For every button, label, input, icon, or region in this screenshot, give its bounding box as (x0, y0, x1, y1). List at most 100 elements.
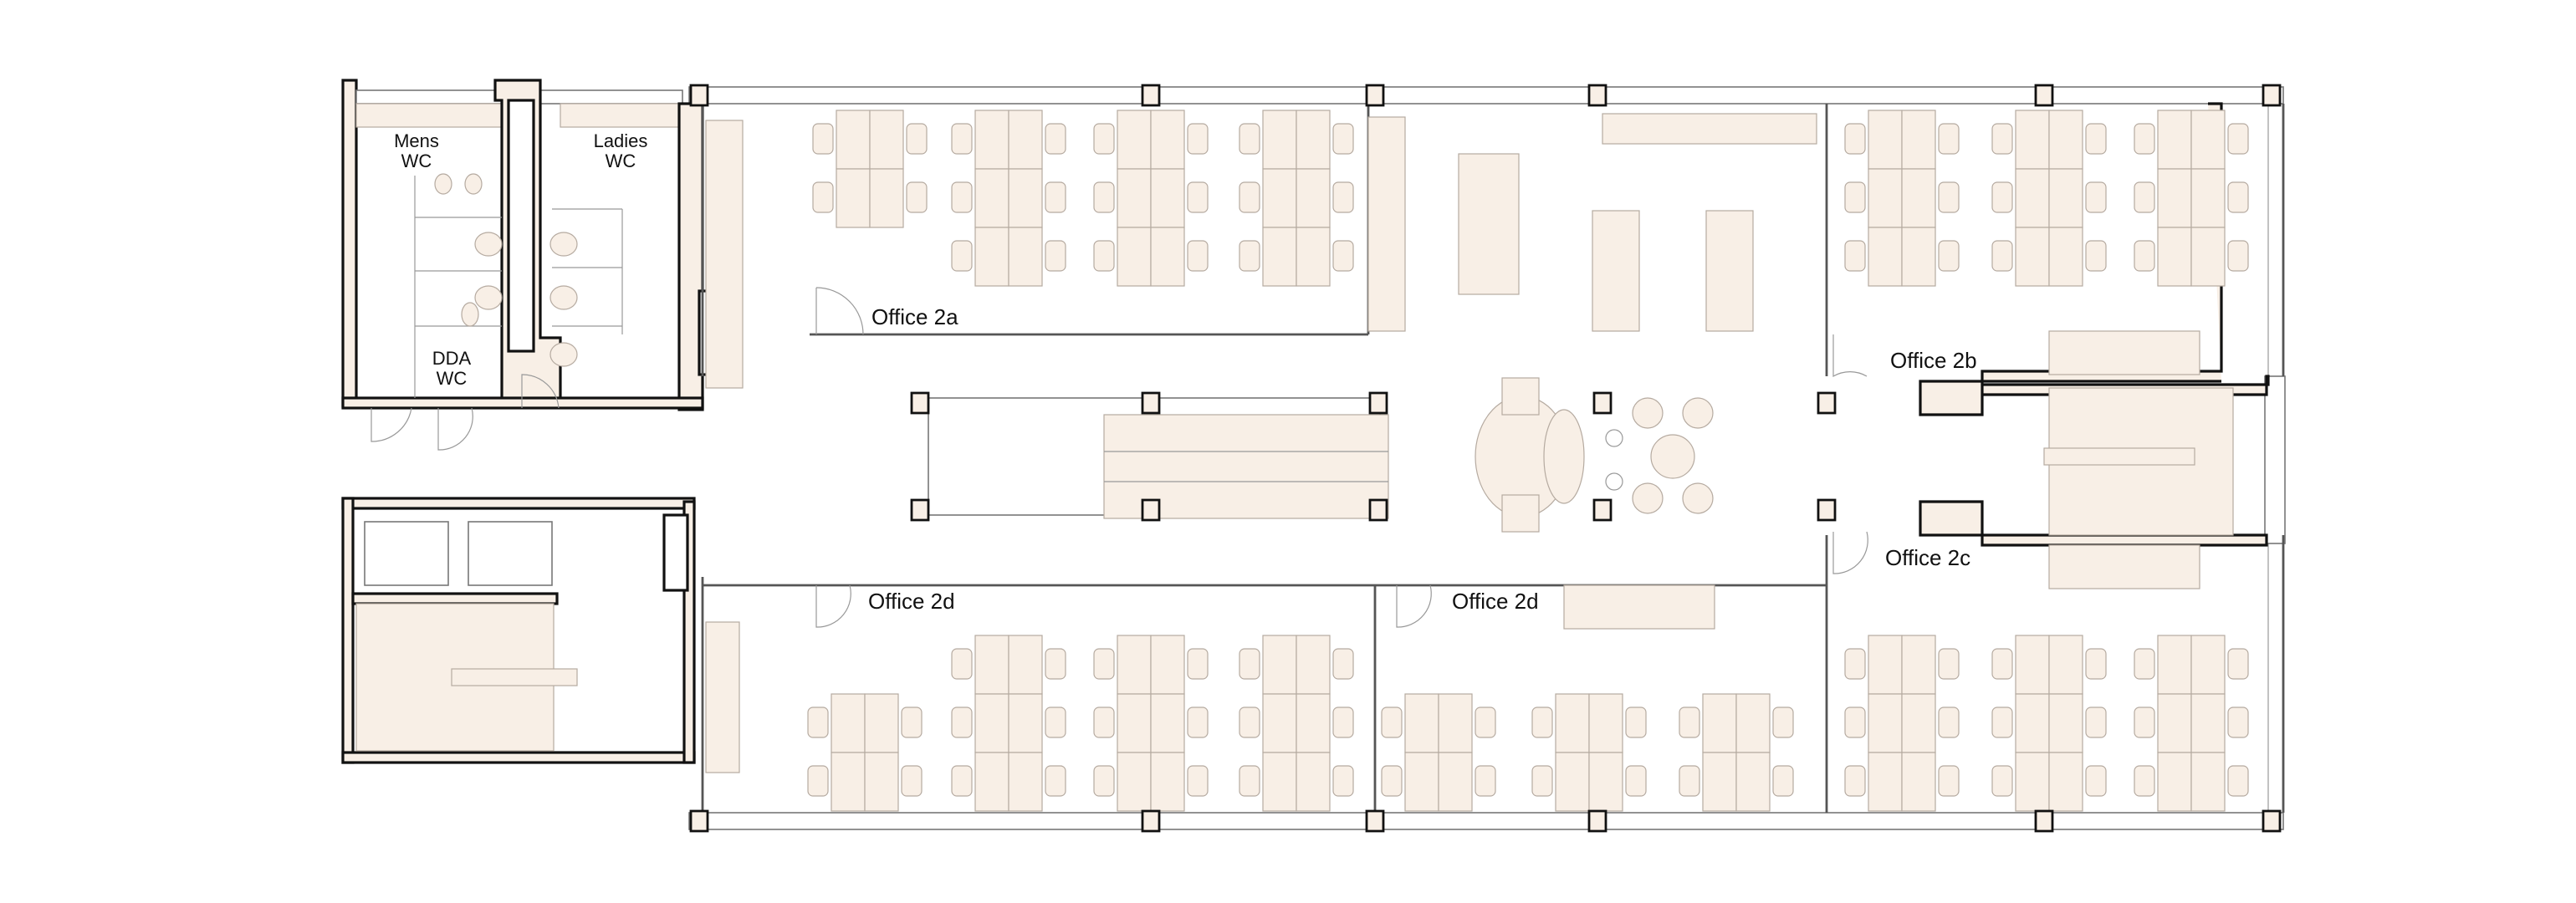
desk-cluster (1844, 635, 1960, 812)
desk (1555, 752, 1590, 812)
desk (831, 693, 866, 753)
desk (1262, 110, 1297, 170)
desk (1901, 635, 1936, 695)
desk-cluster (1239, 110, 1354, 287)
chair (1332, 648, 1354, 680)
desk (2157, 752, 2192, 812)
chair (1332, 123, 1354, 155)
column (1365, 84, 1385, 107)
chair (951, 765, 973, 797)
desk (1150, 227, 1185, 287)
desk (2015, 168, 2050, 228)
chair (1625, 707, 1647, 738)
chair (1239, 707, 1260, 738)
column (2034, 84, 2054, 107)
desk (864, 693, 899, 753)
desk (2157, 110, 2192, 170)
chair (1991, 707, 2013, 738)
desk (836, 168, 871, 228)
chair (1093, 765, 1115, 797)
desk (1296, 752, 1331, 812)
desk (1150, 752, 1185, 812)
desk (1868, 227, 1903, 287)
chair (1938, 123, 1960, 155)
desk (1262, 752, 1297, 812)
chair (1239, 648, 1260, 680)
chair (1187, 181, 1209, 213)
chair (1531, 707, 1553, 738)
desk (974, 635, 1009, 695)
chair (1045, 240, 1066, 272)
chair (1991, 240, 2013, 272)
chair (2134, 240, 2155, 272)
chair (2085, 707, 2107, 738)
desk (1868, 110, 1903, 170)
desk (1008, 110, 1043, 170)
chair (1045, 765, 1066, 797)
desk-cluster (1991, 635, 2107, 812)
desk-cluster (951, 110, 1066, 287)
column (1817, 498, 1837, 522)
desk (974, 227, 1009, 287)
chair (2085, 765, 2107, 797)
desk (2190, 227, 2226, 287)
office-2a-label: Office 2a (871, 304, 958, 329)
chair (951, 181, 973, 213)
chair (2227, 240, 2249, 272)
desk (1868, 168, 1903, 228)
desk-cluster (1844, 110, 1960, 287)
desk (1901, 693, 1936, 753)
mens-wc-label-2: WC (401, 150, 432, 171)
desk (2157, 635, 2192, 695)
desk (1117, 635, 1152, 695)
dda-wc-label-1: DDA (432, 348, 472, 369)
desk-cluster (2134, 635, 2249, 812)
desk (974, 110, 1009, 170)
ladies-wc-label-1: Ladies (594, 130, 648, 151)
column (910, 391, 930, 415)
desk (1150, 110, 1185, 170)
desk (2048, 110, 2083, 170)
desk (869, 110, 904, 170)
chair (1844, 765, 1866, 797)
chair (1332, 707, 1354, 738)
desk (1262, 693, 1297, 753)
ladies-wc-label-2: WC (606, 150, 636, 171)
desk (1150, 693, 1185, 753)
mens-wc-label-1: Mens (394, 130, 439, 151)
chair (1844, 181, 1866, 213)
chair (2227, 707, 2249, 738)
desk (869, 168, 904, 228)
chair (1093, 707, 1115, 738)
desk (2157, 168, 2192, 228)
column (689, 809, 709, 833)
desk (1296, 635, 1331, 695)
chair (1332, 181, 1354, 213)
column (1141, 391, 1161, 415)
chair (1187, 123, 1209, 155)
desk (2015, 752, 2050, 812)
column (1141, 498, 1161, 522)
chair (1239, 765, 1260, 797)
chair (1239, 123, 1260, 155)
desk (2048, 635, 2083, 695)
desk (2015, 110, 2050, 170)
chair (1991, 123, 2013, 155)
desk-cluster (1679, 693, 1794, 812)
chair (1045, 123, 1066, 155)
chair (1045, 707, 1066, 738)
column (1587, 84, 1607, 107)
chair (1772, 765, 1794, 797)
desk (2048, 693, 2083, 753)
desk (831, 752, 866, 812)
desk-cluster (2134, 110, 2249, 287)
chair (1475, 707, 1496, 738)
desk (974, 752, 1009, 812)
chair (807, 707, 829, 738)
chair (1093, 181, 1115, 213)
desk (2190, 635, 2226, 695)
chair (2134, 123, 2155, 155)
desk (2190, 110, 2226, 170)
chair (1679, 765, 1700, 797)
desk (1588, 693, 1623, 753)
